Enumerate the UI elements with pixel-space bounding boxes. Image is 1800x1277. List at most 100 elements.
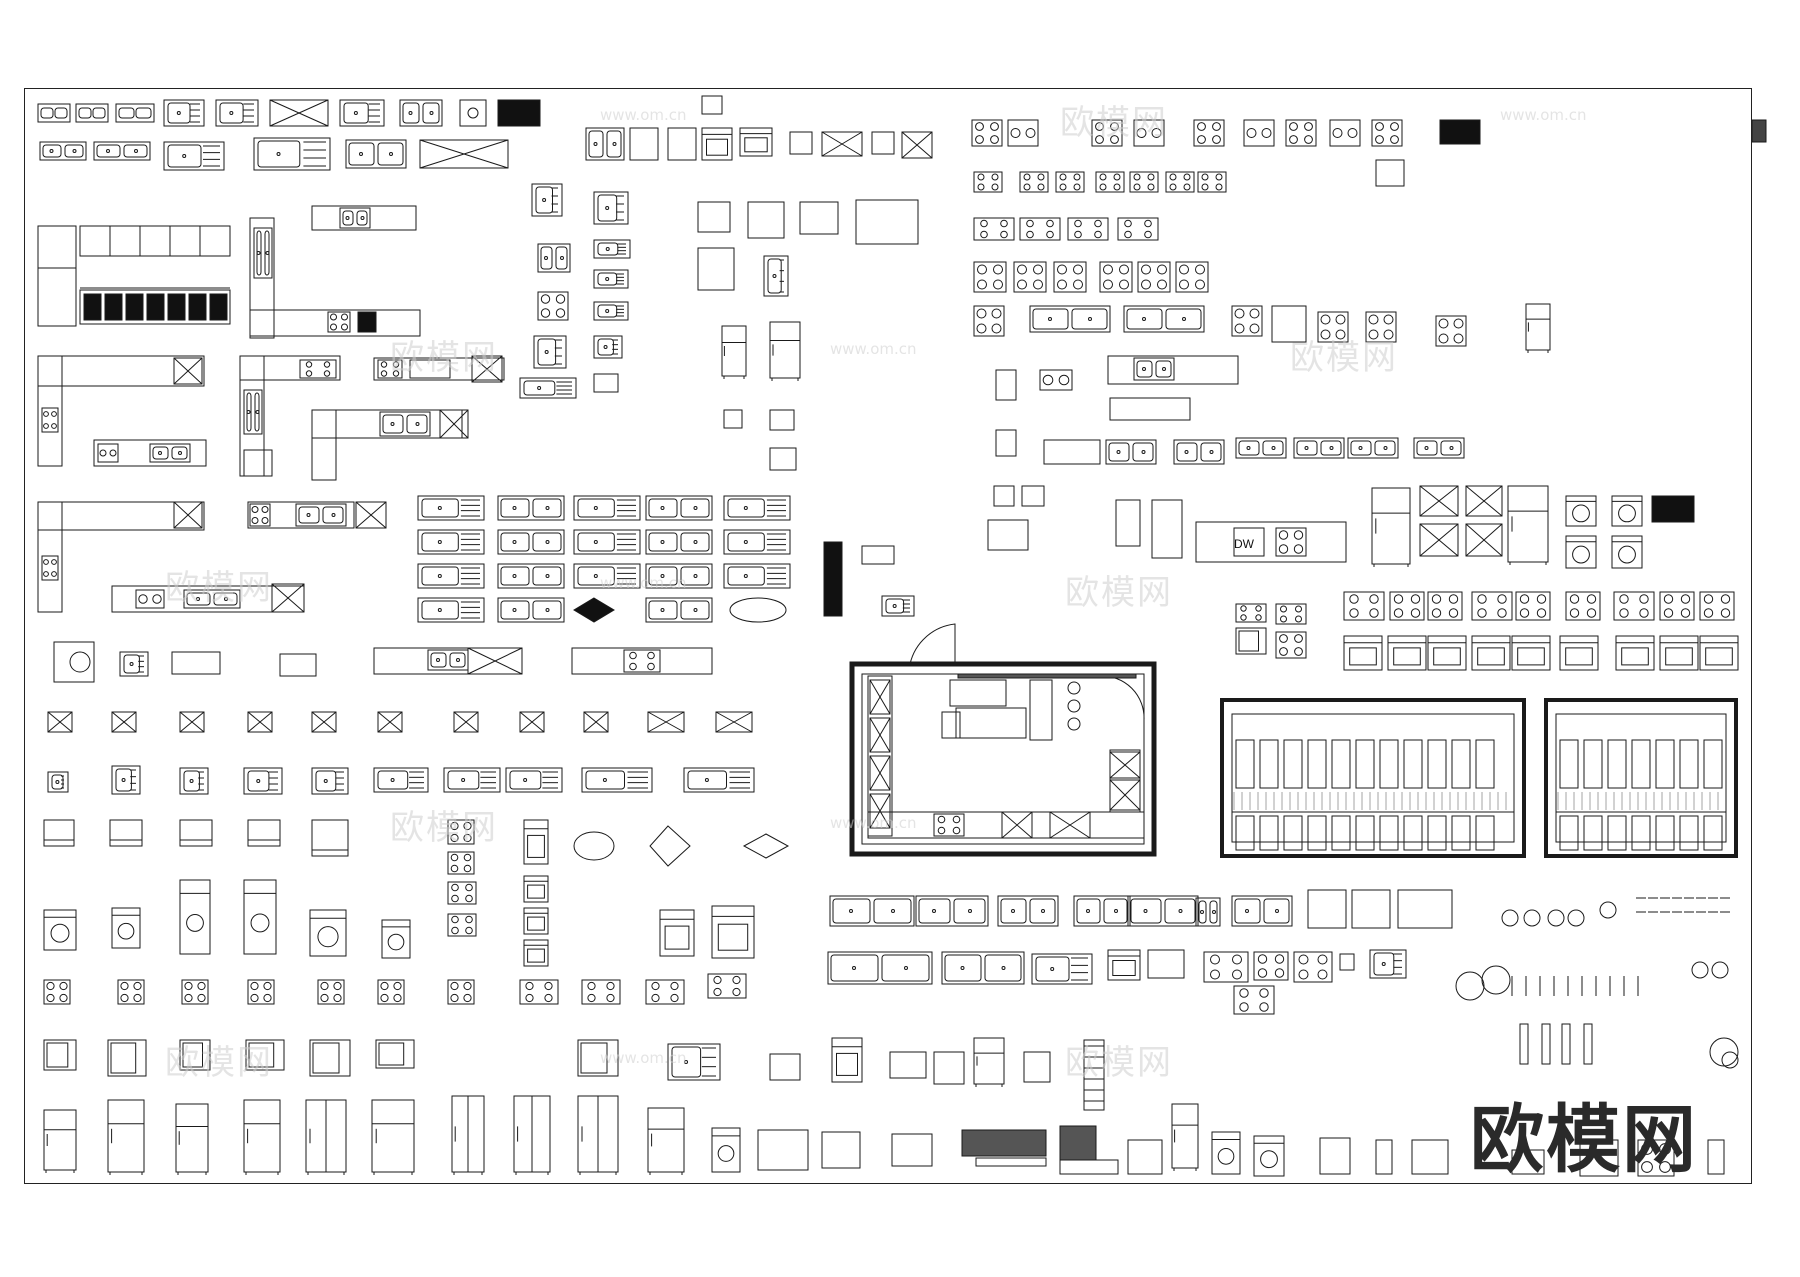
lower-cabinet xyxy=(1235,815,1255,851)
sink-bowl xyxy=(767,258,782,294)
burner xyxy=(1103,264,1113,275)
sink-drain xyxy=(178,451,182,455)
upper-cabinet xyxy=(1331,739,1351,789)
sink-drain xyxy=(545,608,550,612)
sink-drain xyxy=(429,111,434,115)
microwave-symbol xyxy=(891,1133,933,1167)
burner xyxy=(1368,314,1379,325)
sink-drain xyxy=(1142,317,1146,321)
burner xyxy=(1073,264,1083,275)
burner xyxy=(109,449,117,457)
x-line xyxy=(647,711,685,733)
sink-drain xyxy=(1381,962,1386,966)
sink-drain xyxy=(1184,450,1189,454)
burner xyxy=(1212,122,1221,131)
qr-code xyxy=(1751,119,1767,143)
sink-counter xyxy=(1109,397,1191,421)
cabinet xyxy=(1147,949,1185,979)
double-sink-symbol xyxy=(1293,437,1345,459)
sink-bowl xyxy=(377,770,409,790)
oven-window xyxy=(1433,647,1461,666)
burner xyxy=(333,993,342,1003)
lower-cabinet xyxy=(1703,815,1723,851)
brand-logo: 欧模网 xyxy=(1470,1097,1698,1183)
burner xyxy=(392,370,400,377)
burner xyxy=(450,833,459,843)
sink-bowl xyxy=(1262,440,1284,456)
washer-symbol xyxy=(1211,1131,1241,1175)
sink-symbol xyxy=(37,103,71,123)
burner xyxy=(51,423,57,429)
burner xyxy=(1240,614,1247,621)
oven-symbol xyxy=(1387,635,1427,671)
cabinet xyxy=(993,485,1015,507)
cooktop-symbol xyxy=(973,171,1003,193)
burner xyxy=(261,506,269,513)
sink-bowl xyxy=(577,498,615,518)
cooktop-symbol xyxy=(117,979,145,1005)
sink-bowl xyxy=(1032,308,1069,330)
burner xyxy=(952,815,961,824)
burner xyxy=(1259,988,1269,998)
cooktop-symbol xyxy=(1137,261,1171,293)
cooktop-symbol xyxy=(1435,315,1467,347)
sink-drain xyxy=(1048,317,1052,321)
lower-cabinet xyxy=(1655,815,1675,851)
sink-drain xyxy=(437,506,442,510)
burner xyxy=(993,279,1003,290)
fridge-symbol xyxy=(647,1107,685,1173)
burner xyxy=(1320,329,1331,340)
cooktop-symbol xyxy=(447,913,477,937)
sink-drain xyxy=(743,506,748,510)
upper-cabinet xyxy=(1427,739,1447,789)
sink-drain xyxy=(246,410,251,414)
burner xyxy=(1136,128,1147,138)
sink-symbol xyxy=(171,651,221,675)
cooktop-symbol xyxy=(1233,985,1275,1015)
double-sink-symbol xyxy=(1235,437,1287,459)
tv-symbol xyxy=(855,199,919,245)
burner xyxy=(1383,329,1394,340)
sink-drain xyxy=(360,216,365,220)
washer-door xyxy=(1572,545,1590,564)
sink-symbol xyxy=(339,99,385,127)
sink-bowl xyxy=(135,107,152,119)
burner xyxy=(1179,279,1189,290)
burner xyxy=(43,571,49,577)
cabinet-x-box xyxy=(715,711,753,733)
counter-run xyxy=(311,409,463,439)
sink-bowl xyxy=(1164,898,1196,924)
sink-drain xyxy=(960,966,965,970)
sink-symbol xyxy=(1651,495,1695,523)
burner xyxy=(1278,544,1289,554)
sink-symbol xyxy=(163,99,205,127)
sink-drain xyxy=(612,142,617,146)
microwave-window xyxy=(378,1042,405,1066)
burner xyxy=(1113,183,1121,191)
sink-bowl xyxy=(1130,898,1162,924)
cooktop-symbol xyxy=(1515,591,1551,621)
burner xyxy=(463,993,472,1003)
burner xyxy=(1663,594,1674,604)
burner xyxy=(1639,608,1649,618)
washer-symbol xyxy=(711,1127,741,1173)
x-line xyxy=(311,711,337,733)
sink-bowl xyxy=(532,566,562,586)
cabinet-front xyxy=(311,819,349,857)
sink-bowl xyxy=(830,954,879,982)
burner xyxy=(991,323,1002,334)
burner xyxy=(1119,264,1129,275)
burner xyxy=(120,993,129,1003)
burner xyxy=(544,993,553,1003)
sink-bowl xyxy=(1200,442,1222,462)
lower-cabinet xyxy=(1583,815,1603,851)
sink-bowl xyxy=(1108,442,1130,462)
washer-symbol xyxy=(381,919,411,959)
cabinet xyxy=(995,369,1017,401)
sink-drain xyxy=(772,274,777,278)
double-sink-symbol xyxy=(1133,357,1175,381)
burner xyxy=(1144,219,1152,228)
kitchen-floorplan xyxy=(849,661,1157,857)
cooktop-symbol xyxy=(1117,217,1159,241)
oven-window xyxy=(1517,647,1545,666)
